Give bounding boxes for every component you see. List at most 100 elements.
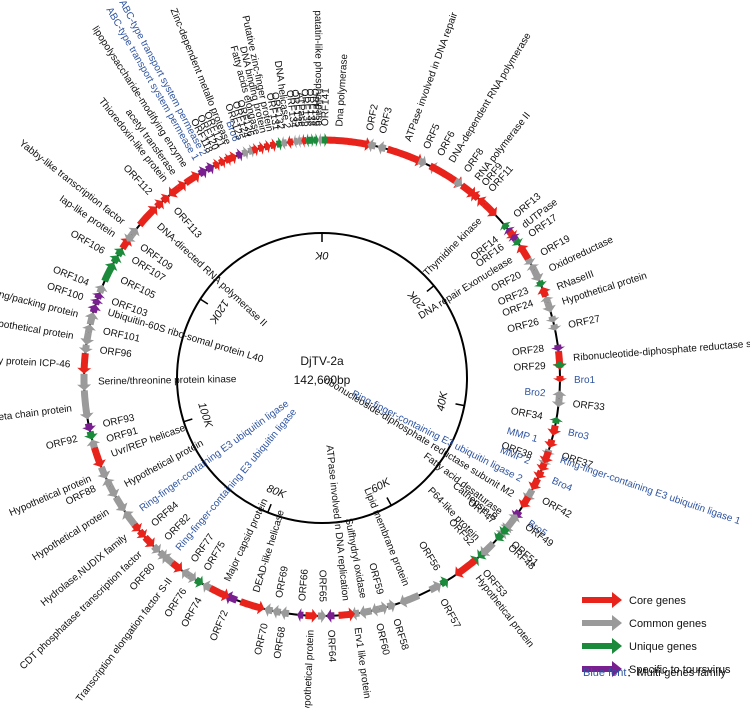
gene-arrow bbox=[526, 264, 540, 272]
gene-label: DNA binding/packing protein bbox=[0, 278, 79, 320]
gene-label: Hypothetical protein bbox=[302, 630, 317, 708]
gene-arrow bbox=[239, 598, 265, 615]
gene-arrow bbox=[371, 602, 381, 617]
gene-arrow bbox=[503, 226, 515, 236]
gene-arrow bbox=[399, 592, 421, 608]
gene-arrow bbox=[322, 133, 329, 147]
gene-label: ORF64 bbox=[325, 630, 337, 663]
gene-arrow bbox=[377, 141, 387, 155]
gene-arrow bbox=[91, 446, 106, 468]
gene-arrow bbox=[157, 549, 167, 560]
gene-arrow bbox=[79, 390, 94, 420]
gene-arrow bbox=[89, 298, 104, 306]
gene-arrow bbox=[305, 133, 311, 148]
gene-arrow bbox=[131, 522, 142, 532]
gene-arrow bbox=[86, 439, 101, 449]
gene-arrow bbox=[326, 608, 335, 623]
gene-arrow bbox=[305, 608, 318, 623]
gene-arrow bbox=[378, 601, 388, 615]
gene-arrow bbox=[247, 144, 255, 158]
gene-label: Ribonucleotide-diphosphate reductase sub… bbox=[573, 335, 750, 364]
scale-tick bbox=[267, 503, 272, 513]
gene-label: Hypothetical protein bbox=[0, 317, 74, 342]
gene-arrow bbox=[317, 133, 323, 147]
gene-label: ORF58 bbox=[390, 617, 410, 651]
gene-label: Dna polymerase bbox=[334, 53, 350, 127]
gene-arrow bbox=[235, 148, 243, 162]
gene-arrow bbox=[176, 180, 186, 192]
gene-arrow bbox=[494, 531, 505, 542]
gene-arrow bbox=[428, 162, 462, 188]
gene-arrows bbox=[77, 133, 567, 623]
gene-arrow bbox=[109, 255, 122, 265]
gene-arrow bbox=[187, 571, 196, 583]
gene-arrow bbox=[499, 525, 511, 535]
scale-tick-label: 80K bbox=[265, 483, 288, 502]
gene-arrow bbox=[264, 603, 274, 617]
gene-arrow bbox=[280, 136, 288, 150]
gene-arrow bbox=[516, 244, 532, 261]
gene-arrow bbox=[124, 232, 136, 242]
gene-label: ORF56 bbox=[416, 540, 442, 574]
gene-label: ORF92 bbox=[45, 434, 79, 453]
gene-label: ORF2 bbox=[365, 103, 381, 132]
gene-arrow bbox=[481, 201, 497, 217]
gene-arrow bbox=[272, 604, 282, 619]
gene-arrow bbox=[351, 606, 360, 621]
scale-tick-label: 0K bbox=[315, 249, 329, 261]
gene-arrow bbox=[528, 477, 542, 490]
gene-label: ORF135 bbox=[289, 89, 304, 128]
gene-arrow bbox=[309, 133, 315, 148]
gene-label: Ring-finger-containing E3 ubiquitin liga… bbox=[558, 455, 742, 527]
gene-arrow bbox=[142, 534, 155, 547]
gene-label: Erv1 like protein bbox=[351, 627, 372, 700]
gene-arrow bbox=[151, 543, 161, 554]
gene-arrow bbox=[84, 430, 98, 440]
gene-arrow bbox=[78, 344, 93, 354]
gene-arrow bbox=[552, 390, 567, 399]
gene-arrow bbox=[84, 312, 99, 326]
gene-label: Dynein-like beta chain protein bbox=[0, 403, 73, 430]
legend-arrow bbox=[582, 592, 622, 608]
gene-arrow bbox=[275, 137, 283, 151]
gene-label: Bro1 bbox=[574, 375, 596, 386]
gene-arrow bbox=[269, 138, 277, 152]
gene-label: ORF28 bbox=[511, 343, 545, 358]
gene-arrow bbox=[113, 248, 126, 258]
gene-arrow bbox=[439, 576, 449, 589]
gene-arrow bbox=[203, 580, 212, 593]
gene-label: ORF69 bbox=[274, 565, 291, 599]
gene-arrow bbox=[417, 155, 427, 169]
gene-arrow bbox=[170, 560, 183, 573]
gene-label: ORF42 bbox=[540, 495, 574, 520]
gene-arrow bbox=[154, 199, 164, 210]
gene-arrow bbox=[545, 315, 560, 323]
gene-arrow bbox=[77, 352, 92, 374]
legend-label: Unique genes bbox=[629, 641, 697, 653]
legend-arrow bbox=[582, 661, 622, 677]
gene-arrow bbox=[518, 495, 532, 508]
gene-arrow bbox=[137, 206, 158, 228]
gene-arrow bbox=[293, 134, 299, 149]
gene-label: ORF96 bbox=[99, 345, 133, 360]
gene-label: DNA-dependent RNA polymerase bbox=[447, 31, 534, 165]
gene-arrow bbox=[82, 324, 96, 334]
gene-arrow bbox=[428, 580, 441, 594]
gene-label: ORF27 bbox=[567, 314, 601, 332]
gene-arrow bbox=[539, 450, 553, 464]
gene-arrow bbox=[551, 344, 565, 352]
gene-label: Hypothetical protein bbox=[473, 573, 536, 649]
gene-label: ORF3 bbox=[378, 106, 395, 135]
gene-arrow bbox=[542, 301, 556, 313]
gene-label: ORF134 bbox=[284, 89, 299, 128]
gene-label: ORF60 bbox=[373, 622, 391, 656]
gene-arrow bbox=[136, 528, 148, 539]
gene-label: Serine/threonine protein kinase bbox=[98, 374, 237, 387]
gene-label: patatin-like phospholipase bbox=[312, 10, 324, 126]
scale-tick-label: 40K bbox=[435, 390, 451, 412]
gene-arrow bbox=[537, 286, 551, 298]
scale-tick bbox=[386, 497, 392, 506]
gene-label: Bro4 bbox=[550, 476, 574, 495]
genome-size: 142,600bp bbox=[294, 373, 351, 387]
gene-arrow bbox=[223, 153, 231, 166]
